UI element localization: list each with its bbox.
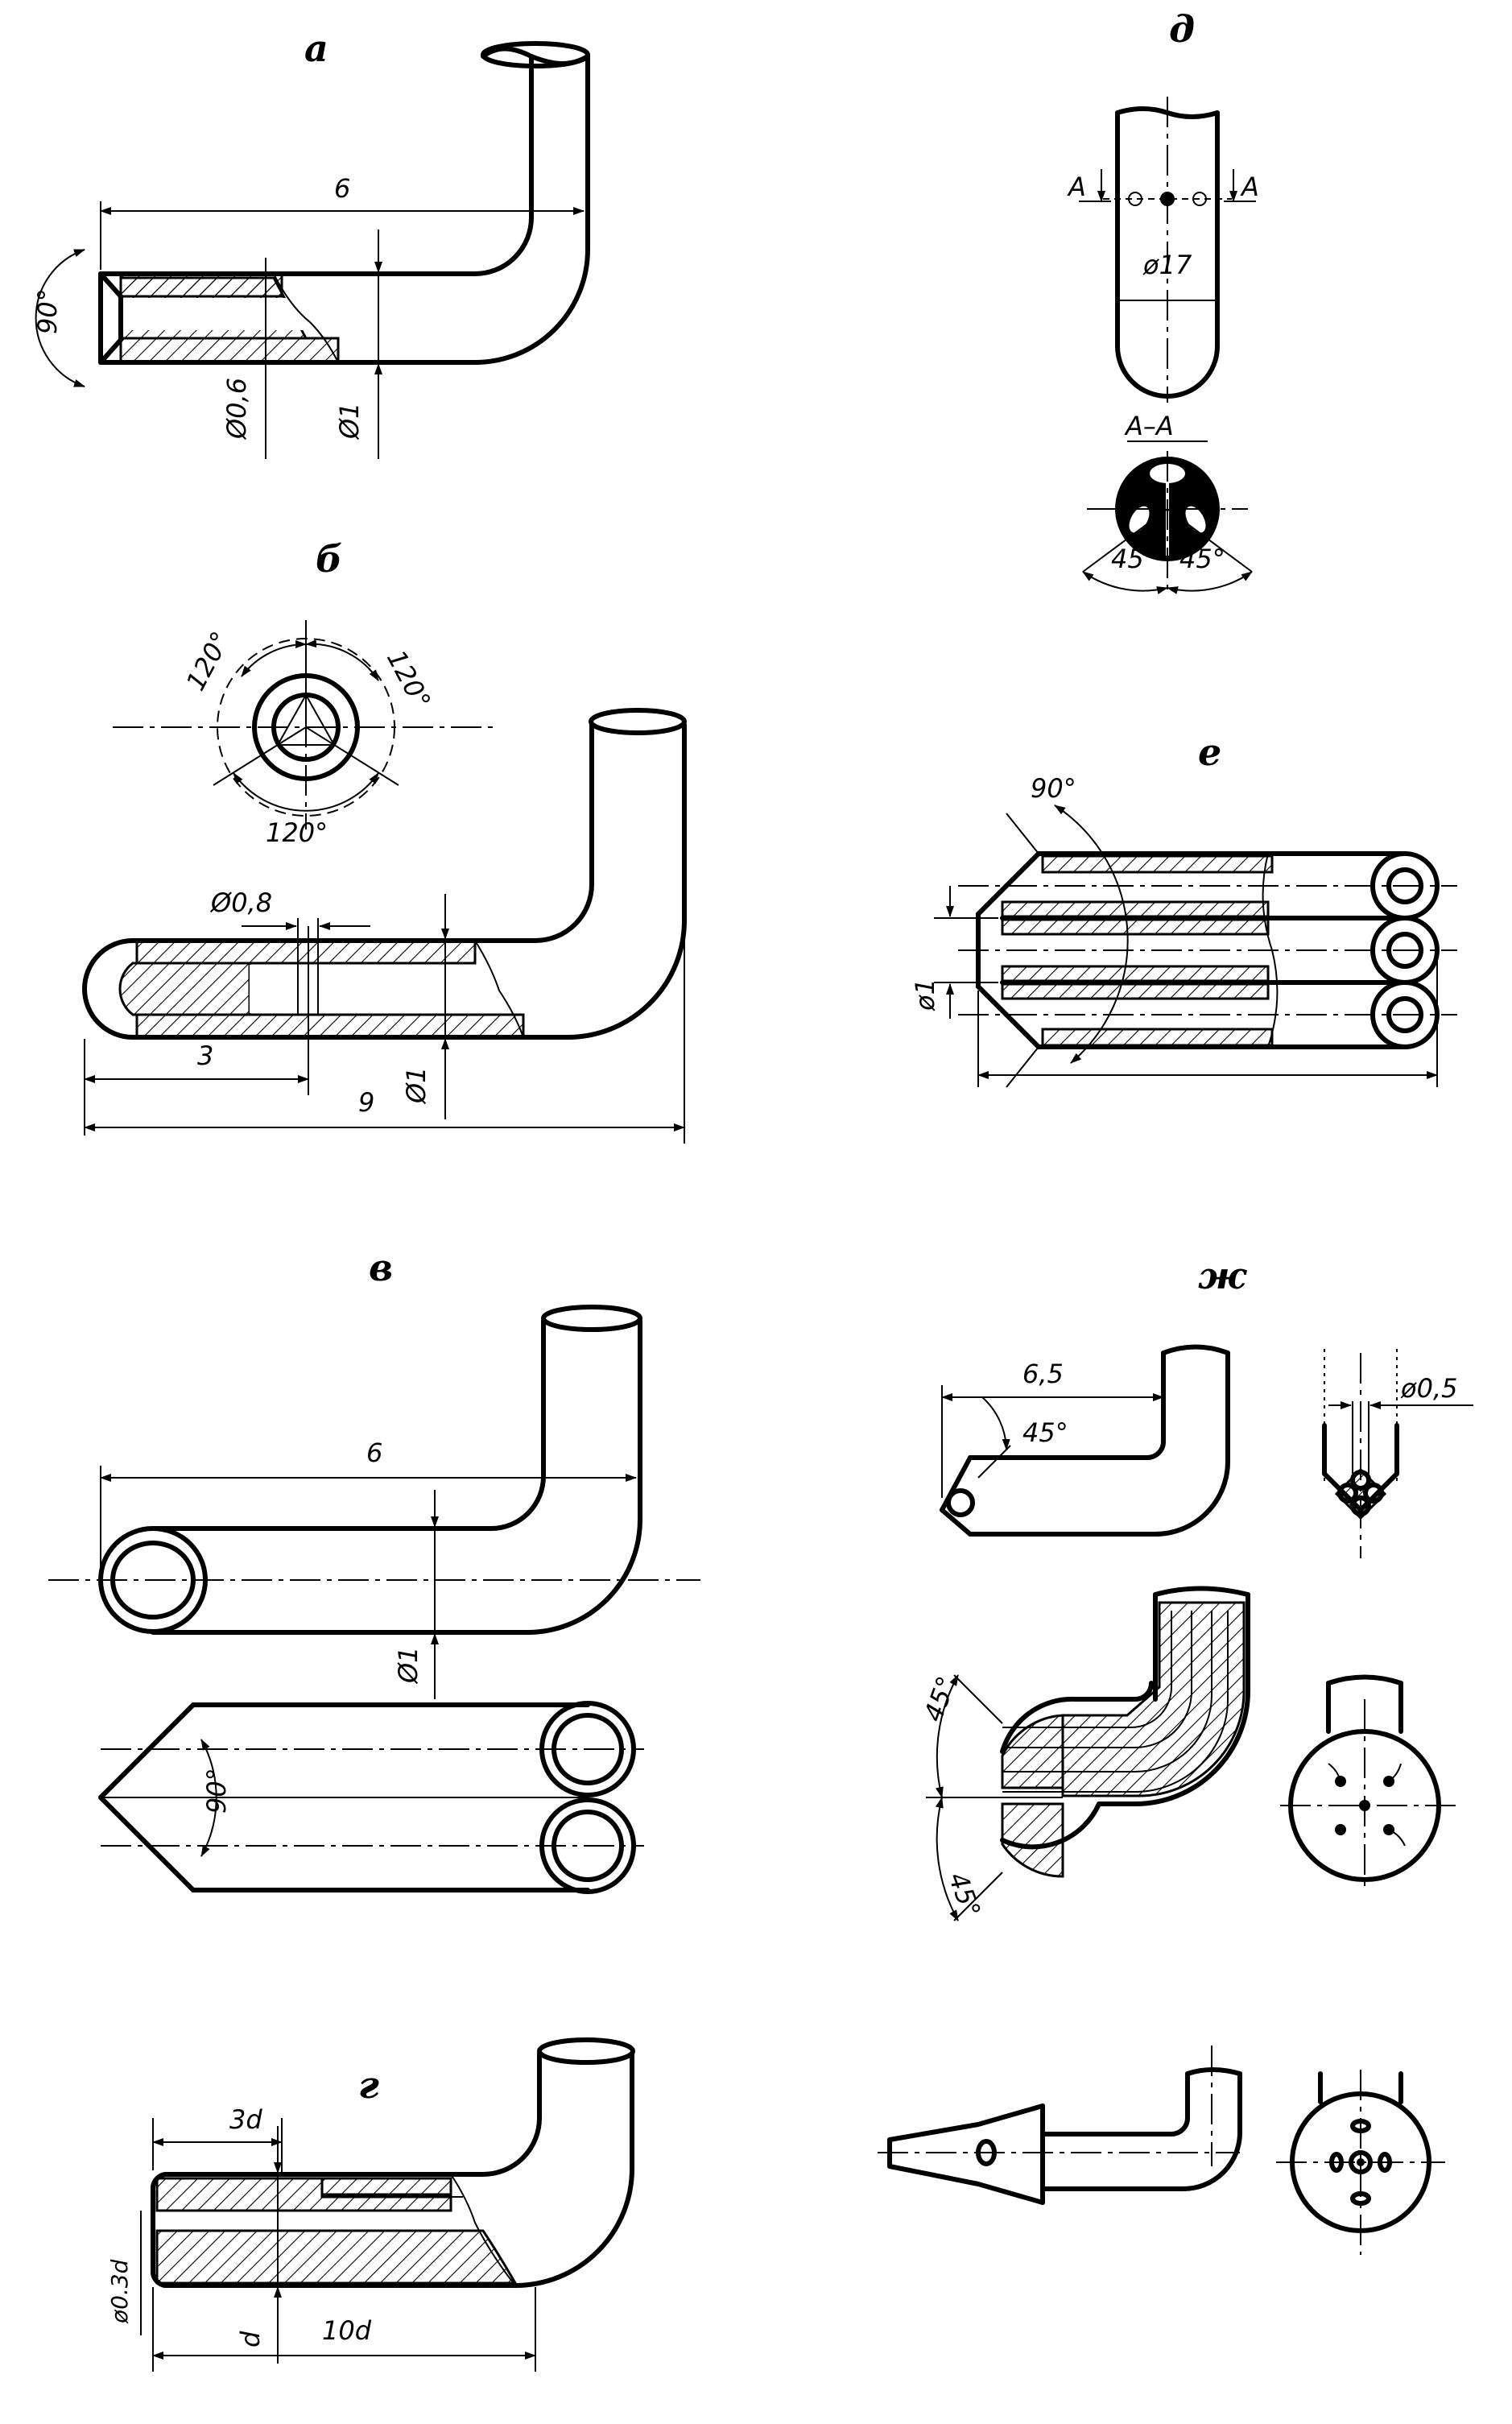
tube-b-plug <box>118 962 251 1016</box>
g-10d-text: 10d <box>322 2315 372 2346</box>
figure-e: е 90° ø1 <box>910 730 1457 1088</box>
dim-a-angle-text: 90° <box>32 288 63 334</box>
label-e: е <box>1198 730 1221 774</box>
b-hole-text: Ø0,8 <box>209 887 272 918</box>
label-d: д <box>1169 7 1195 51</box>
e-angle-text: 90° <box>1031 773 1076 804</box>
b-endview-outer <box>217 638 395 817</box>
figure-v: в 6 Ø1 90° <box>48 1246 700 1894</box>
d-sec-right: A <box>1240 172 1259 202</box>
zh-hole-text: ø0,5 <box>1400 1373 1457 1404</box>
v-dia-text: Ø1 <box>393 1646 423 1685</box>
g-hole-text: ø0.3d <box>106 2259 133 2324</box>
tube-b-break <box>589 708 687 735</box>
label-a: а <box>304 27 328 70</box>
figure-d: д A A ø17 А–А 45° 45° <box>1067 7 1259 596</box>
tube-v-end-2 <box>539 1797 636 1894</box>
label-b: б <box>316 537 342 581</box>
label-zh: ж <box>1198 1254 1247 1297</box>
tube-v-outer <box>151 1318 642 1635</box>
g-d-text: d <box>235 2331 266 2347</box>
figure-zh: ж 6,5 45° ø0,5 <box>878 1254 1473 2255</box>
d-section-title: А–А <box>1124 411 1174 441</box>
tube-a-wall-bottom <box>119 337 340 364</box>
label-g: г <box>358 2063 379 2107</box>
g-3d-text: 3d <box>229 2104 262 2135</box>
d-angle-2: 45° <box>1179 544 1225 574</box>
e-dia-text: ø1 <box>910 978 940 1011</box>
v-len-text: 6 <box>366 1437 382 1468</box>
dim-a-hole-text: Ø0,6 <box>221 378 252 441</box>
zh-angle-text: 45° <box>1022 1417 1068 1448</box>
zh-len-text: 6,5 <box>1022 1359 1064 1389</box>
figure-g: г 3d ø0.3d d 10d <box>106 2037 635 2372</box>
figure-b: б 120° 120° 120° Ø0,8 <box>82 537 687 1144</box>
b-dia-text: Ø1 <box>401 1066 432 1105</box>
tube-b-outer <box>130 722 687 1040</box>
d-sec-left: A <box>1067 172 1086 202</box>
tube-a-break <box>481 41 590 68</box>
b-len-short: 3 <box>197 1040 213 1071</box>
tube-b-inner <box>130 722 594 943</box>
tube-b-round-end <box>82 938 135 1040</box>
tube-v-break <box>541 1305 642 1332</box>
zh1-hole <box>946 1488 975 1517</box>
zh-angle-down: 45° <box>942 1868 986 1921</box>
tube-a-outer <box>98 54 590 365</box>
tube-v-inner <box>151 1318 546 1531</box>
dim-a-len-text: 6 <box>334 173 350 204</box>
b-len-total: 9 <box>358 1087 374 1118</box>
tube-a-inner <box>98 54 534 276</box>
v-angle-text: 90° <box>201 1768 232 1814</box>
zh-bottom-hole <box>976 2139 997 2166</box>
d-angle-1: 45° <box>1111 544 1157 574</box>
tube-v-end-1 <box>539 1701 636 1797</box>
label-v: в <box>369 1246 393 1289</box>
dim-a-dia-text: Ø1 <box>334 402 365 441</box>
b-angle-2: 120° <box>381 645 437 714</box>
b-angle-3: 120° <box>266 817 328 848</box>
figure-a: а 6 90° Ø0,6 Ø1 <box>32 27 590 459</box>
d-dia-text: ø17 <box>1142 250 1192 280</box>
